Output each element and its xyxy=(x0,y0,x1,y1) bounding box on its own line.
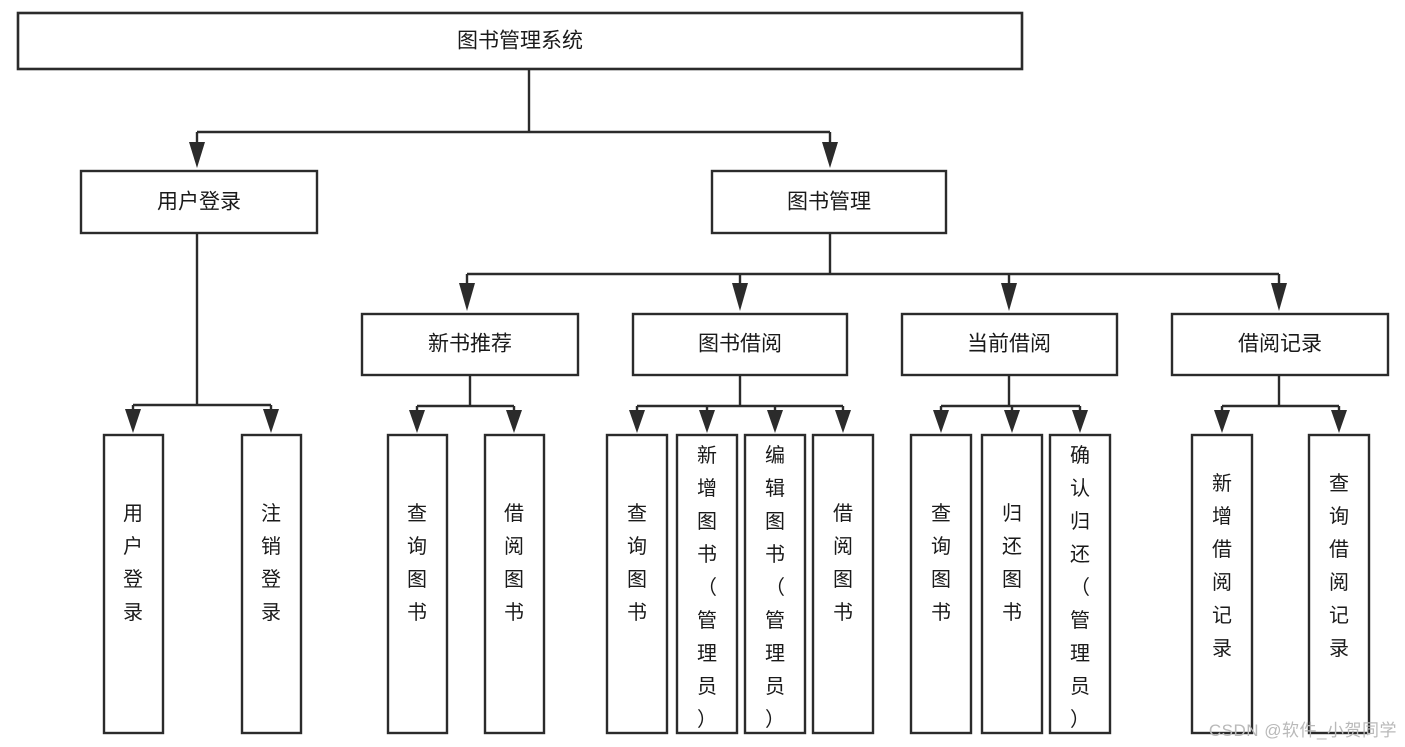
node-book-management-box[interactable] xyxy=(710,169,948,235)
arrow-borrow-leaf-4 xyxy=(835,410,851,433)
leaf-add-book-admin-label: 新增图书（管理员） xyxy=(697,444,717,731)
leaf-borrow-book-newrec[interactable]: 借阅图书 xyxy=(483,433,546,735)
node-borrow-record-label: 借阅记录 xyxy=(1238,333,1322,356)
leaf-logout[interactable]: 注销登录 xyxy=(240,433,303,735)
leaf-confirm-return-admin[interactable]: 确认归还（管理员） xyxy=(1048,433,1112,735)
arrow-current-leaf-3 xyxy=(1072,410,1088,433)
node-borrow-record[interactable]: 借阅记录 xyxy=(1170,312,1390,377)
arrow-to-leaf-user-login xyxy=(125,409,141,433)
leaf-logout-box[interactable] xyxy=(240,433,303,735)
arrow-to-current-borrow xyxy=(1001,283,1017,311)
arrow-current-leaf-1 xyxy=(933,410,949,433)
node-book-borrow[interactable]: 图书借阅 xyxy=(631,312,849,377)
node-root-system[interactable]: 图书管理系统 xyxy=(16,11,1024,71)
node-current-borrow-label: 当前借阅 xyxy=(967,333,1051,356)
leaf-query-borrow-record[interactable]: 查询借阅记录 xyxy=(1307,433,1371,735)
leaf-user-login[interactable]: 用户登录 xyxy=(102,433,165,735)
arrow-borrow-leaf-1 xyxy=(629,410,645,433)
arrow-current-leaf-2 xyxy=(1004,410,1020,433)
arrow-borrow-leaf-3 xyxy=(767,410,783,433)
leaf-borrow-book-newrec-box[interactable] xyxy=(483,433,546,735)
arrow-to-leaf-logout xyxy=(263,409,279,433)
leaf-logout-label: 注销登录 xyxy=(261,502,281,624)
leaf-add-book-admin[interactable]: 新增图书（管理员） xyxy=(675,433,739,735)
arrow-to-book-borrow xyxy=(732,283,748,311)
leaf-edit-book-admin[interactable]: 编辑图书（管理员） xyxy=(743,433,807,735)
node-root-box[interactable] xyxy=(16,11,1024,71)
node-borrow-record-box[interactable] xyxy=(1170,312,1390,377)
node-book-borrow-box[interactable] xyxy=(631,312,849,377)
arrow-to-user-login xyxy=(189,142,205,168)
leaf-add-borrow-record-label: 新增借阅记录 xyxy=(1212,472,1232,660)
node-book-management[interactable]: 图书管理 xyxy=(710,169,948,235)
leaf-query-book-newrec-box[interactable] xyxy=(386,433,449,735)
arrow-newbook-leaf-2 xyxy=(506,410,522,433)
leaf-return-book[interactable]: 归还图书 xyxy=(980,433,1044,735)
node-new-book-recommend-label: 新书推荐 xyxy=(428,333,512,356)
leaf-user-login-label: 用户登录 xyxy=(123,503,143,624)
leaf-query-book-newrec[interactable]: 查询图书 xyxy=(386,433,449,735)
arrow-record-leaf-1 xyxy=(1214,410,1230,433)
node-root-label: 图书管理系统 xyxy=(457,30,583,53)
leaf-return-book-label: 归还图书 xyxy=(1002,502,1022,624)
leaf-user-login-box[interactable] xyxy=(102,433,165,735)
leaf-add-borrow-record-box[interactable] xyxy=(1190,433,1254,735)
leaf-query-book-newrec-label: 查询图书 xyxy=(407,502,427,624)
arrow-newbook-leaf-1 xyxy=(409,410,425,433)
leaf-query-book-borrow-label: 查询图书 xyxy=(627,502,647,624)
arrow-to-book-mgmt xyxy=(822,142,838,168)
leaf-borrow-book[interactable]: 借阅图书 xyxy=(811,433,875,735)
leaf-borrow-book-label: 借阅图书 xyxy=(833,502,853,624)
leaf-query-book-borrow[interactable]: 查询图书 xyxy=(605,433,669,735)
node-book-management-label: 图书管理 xyxy=(787,191,871,214)
leaf-query-book-borrow-box[interactable] xyxy=(605,433,669,735)
leaf-query-book-current[interactable]: 查询图书 xyxy=(909,433,973,735)
leaf-query-book-current-box[interactable] xyxy=(909,433,973,735)
leaf-return-book-box[interactable] xyxy=(980,433,1044,735)
leaf-edit-book-admin-box[interactable] xyxy=(743,433,807,735)
connector-layer xyxy=(125,69,1347,433)
arrow-to-new-book-rec xyxy=(459,283,475,311)
leaf-borrow-book-newrec-label: 借阅图书 xyxy=(504,502,524,624)
leaf-confirm-return-admin-box[interactable] xyxy=(1048,433,1112,735)
node-user-login-box[interactable] xyxy=(79,169,319,235)
node-user-login-label: 用户登录 xyxy=(157,191,241,214)
leaf-query-borrow-record-box[interactable] xyxy=(1307,433,1371,735)
arrow-to-borrow-record xyxy=(1271,283,1287,311)
leaf-edit-book-admin-label: 编辑图书（管理员） xyxy=(765,444,785,731)
node-user-login[interactable]: 用户登录 xyxy=(79,169,319,235)
leaf-borrow-book-box[interactable] xyxy=(811,433,875,735)
leaf-add-borrow-record[interactable]: 新增借阅记录 xyxy=(1190,433,1254,735)
node-new-book-recommend[interactable]: 新书推荐 xyxy=(360,312,580,377)
node-current-borrow[interactable]: 当前借阅 xyxy=(900,312,1119,377)
node-new-book-recommend-box[interactable] xyxy=(360,312,580,377)
leaf-query-book-current-label: 查询图书 xyxy=(931,502,951,624)
leaf-add-book-admin-box[interactable] xyxy=(675,433,739,735)
leaf-query-borrow-record-label: 查询借阅记录 xyxy=(1329,472,1349,660)
node-current-borrow-box[interactable] xyxy=(900,312,1119,377)
node-book-borrow-label: 图书借阅 xyxy=(698,333,782,356)
arrow-record-leaf-2 xyxy=(1331,410,1347,433)
leaf-confirm-return-admin-label: 确认归还（管理员） xyxy=(1070,444,1090,731)
arrow-borrow-leaf-2 xyxy=(699,410,715,433)
csdn-watermark: CSDN @软件_小贺同学 xyxy=(1208,721,1397,740)
